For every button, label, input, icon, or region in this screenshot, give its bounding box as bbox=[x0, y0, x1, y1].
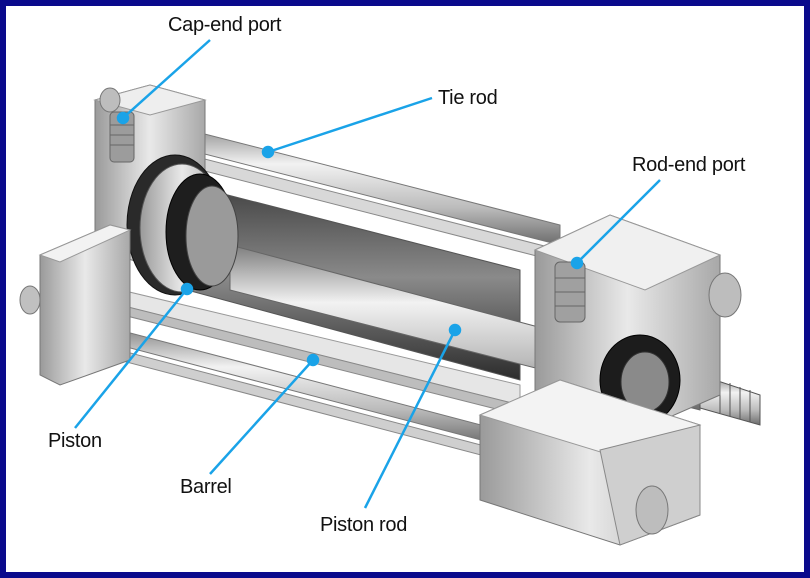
leader-dot-cap-end-port bbox=[116, 111, 130, 125]
piston-shape bbox=[126, 154, 239, 296]
label-barrel: Barrel bbox=[180, 476, 232, 498]
leader-lines bbox=[74, 39, 661, 509]
cap-end-front-block bbox=[19, 224, 132, 386]
leader-rod-end-port bbox=[576, 179, 661, 264]
label-tie-rod: Tie rod bbox=[438, 87, 498, 109]
leader-tie-rod bbox=[267, 96, 433, 154]
rod-end-front-block bbox=[478, 379, 702, 546]
label-cap-end-port: Cap-end port bbox=[168, 14, 282, 36]
leader-piston bbox=[74, 288, 188, 429]
leader-dot-tie-rod bbox=[261, 145, 275, 159]
leader-dot-piston bbox=[180, 282, 194, 296]
leader-cap-end-port bbox=[122, 39, 211, 119]
leader-barrel bbox=[209, 359, 314, 475]
leader-dot-piston-rod bbox=[448, 323, 462, 337]
label-rod-end-port: Rod-end port bbox=[632, 154, 746, 176]
rod-end-block bbox=[533, 214, 742, 431]
label-piston: Piston bbox=[48, 430, 102, 452]
label-piston-rod: Piston rod bbox=[320, 514, 408, 536]
leader-dot-rod-end-port bbox=[570, 256, 584, 270]
leader-piston-rod bbox=[363, 329, 457, 509]
leader-dot-barrel bbox=[306, 353, 320, 367]
